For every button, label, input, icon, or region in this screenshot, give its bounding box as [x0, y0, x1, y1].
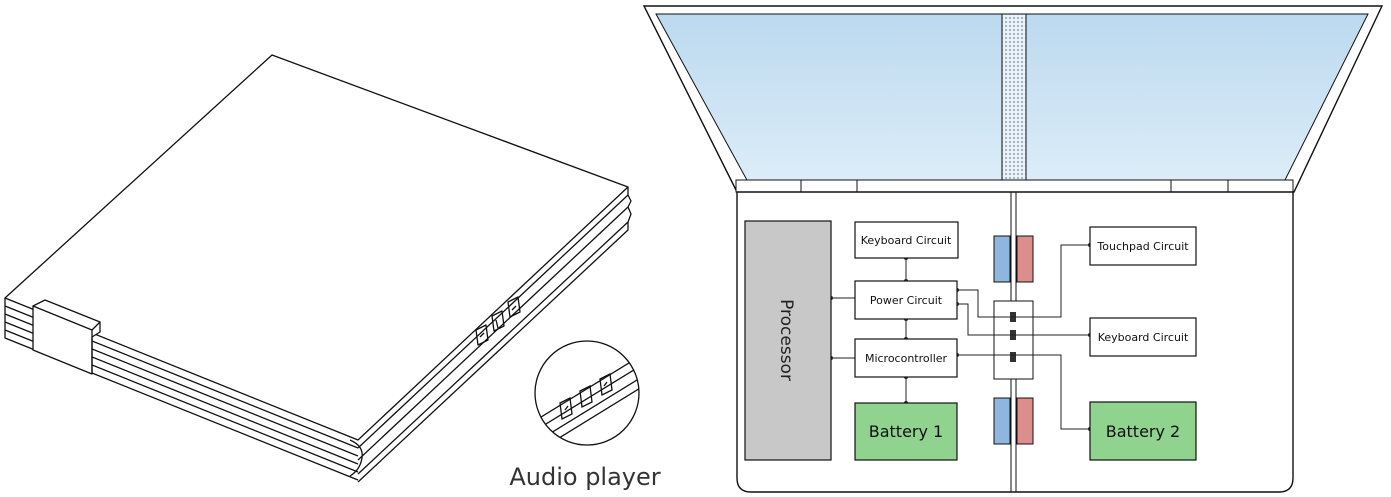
power-circuit-label: Power Circuit [870, 294, 943, 307]
screen-fold-area [1001, 13, 1027, 183]
open-device-drawing: Processor Keyboard Circuit Power Circuit… [642, 5, 1384, 493]
microcontroller-label: Microcontroller [865, 352, 948, 365]
zoom-inset [534, 340, 640, 446]
keyboard-circuit-left-label: Keyboard Circuit [861, 234, 952, 247]
touchpad-circuit-block: Touchpad Circuit [1089, 226, 1197, 266]
magnet-red-top [1016, 235, 1034, 283]
hinge-bar [735, 179, 1294, 193]
hinge-block [32, 299, 101, 375]
keyboard-circuit-right-label: Keyboard Circuit [1098, 331, 1189, 344]
folded-device-drawing [4, 54, 632, 483]
battery-2-block: Battery 2 [1089, 401, 1197, 461]
battery-1-block: Battery 1 [854, 402, 958, 461]
magnet-blue-bottom [993, 397, 1011, 445]
keyboard-circuit-right-block: Keyboard Circuit [1089, 317, 1197, 357]
magnet-red-bottom [1016, 397, 1034, 445]
battery-2-label: Battery 2 [1106, 422, 1180, 441]
processor-label: Processor [776, 299, 796, 381]
battery-1-label: Battery 1 [869, 422, 943, 441]
microcontroller-block: Microcontroller [854, 338, 958, 378]
figure-caption: Audio player [509, 463, 660, 491]
magnet-blue-top [993, 235, 1011, 283]
touchpad-circuit-label: Touchpad Circuit [1096, 240, 1189, 253]
keyboard-circuit-left-block: Keyboard Circuit [854, 221, 959, 259]
power-circuit-block: Power Circuit [854, 280, 958, 320]
processor-block: Processor [744, 220, 832, 461]
audio-buttons-edge [475, 296, 521, 346]
